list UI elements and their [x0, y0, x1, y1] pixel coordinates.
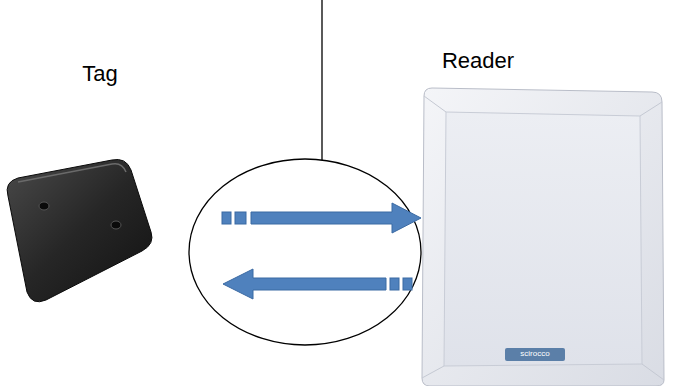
brand-logo: scirocco — [505, 349, 565, 358]
mount-hole — [111, 221, 121, 229]
dash-square — [235, 212, 246, 224]
mount-hole — [39, 202, 49, 210]
logo-plate — [505, 348, 565, 361]
dash-square — [403, 278, 412, 290]
tag-highlight — [18, 164, 126, 182]
signal-arrow-right — [222, 203, 421, 233]
callout-circle — [189, 159, 421, 345]
device-label: Tag — [55, 61, 145, 86]
dash-square — [222, 212, 231, 224]
reader-device — [422, 88, 664, 386]
device-label: Reader — [420, 48, 536, 73]
reader-body — [422, 88, 664, 386]
leader-line — [321, 0, 322, 160]
tag-body — [7, 159, 152, 301]
arrow-body — [251, 203, 421, 233]
dash-square — [390, 278, 399, 290]
arrow-body — [223, 269, 386, 299]
reader-face — [444, 112, 642, 366]
reader-bevel — [422, 96, 664, 380]
tag-device — [7, 159, 152, 301]
signal-arrow-left — [223, 269, 412, 299]
